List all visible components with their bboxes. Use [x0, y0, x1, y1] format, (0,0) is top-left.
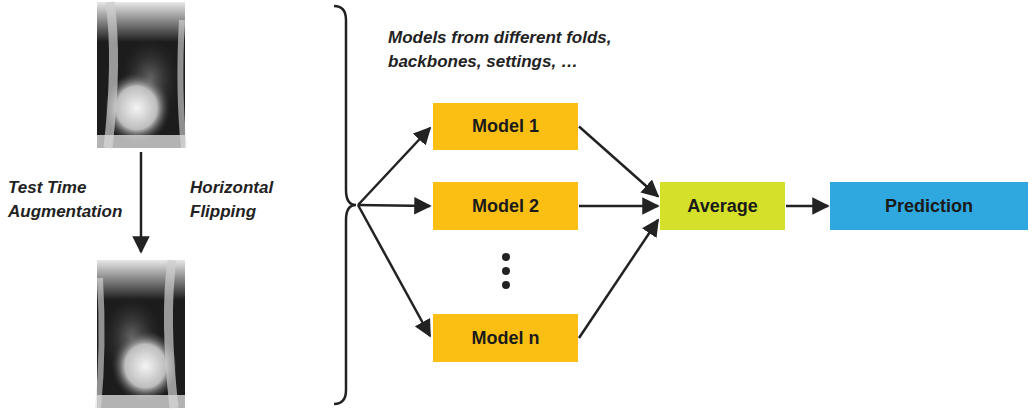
curly-brace [334, 6, 356, 404]
connector-arrow [579, 127, 658, 197]
annotation-label: Models from different folds, backbones, … [388, 26, 650, 74]
flip-arrow [140, 152, 143, 252]
model-box: Model 2 [433, 182, 578, 230]
connector-arrow [786, 205, 828, 208]
annotation-label: Horizontal Flipping [190, 176, 300, 224]
fan-arrows [358, 128, 430, 336]
model-box: Model 1 [433, 103, 578, 150]
xray-image-flipped [97, 260, 185, 408]
box-label: Prediction [885, 196, 973, 217]
prediction-box: Prediction [830, 182, 1028, 230]
annotation-label: Test Time Augmentation [8, 176, 136, 224]
average-box: Average [660, 182, 785, 230]
connector-arrow [579, 205, 658, 208]
ellipsis-dots [502, 253, 510, 289]
model-box: Model n [433, 314, 578, 362]
connector-arrow [579, 220, 658, 338]
box-label: Model 2 [472, 196, 539, 217]
box-label: Model n [472, 328, 540, 349]
box-label: Model 1 [472, 116, 539, 137]
xray-image [97, 2, 185, 148]
box-label: Average [687, 196, 757, 217]
